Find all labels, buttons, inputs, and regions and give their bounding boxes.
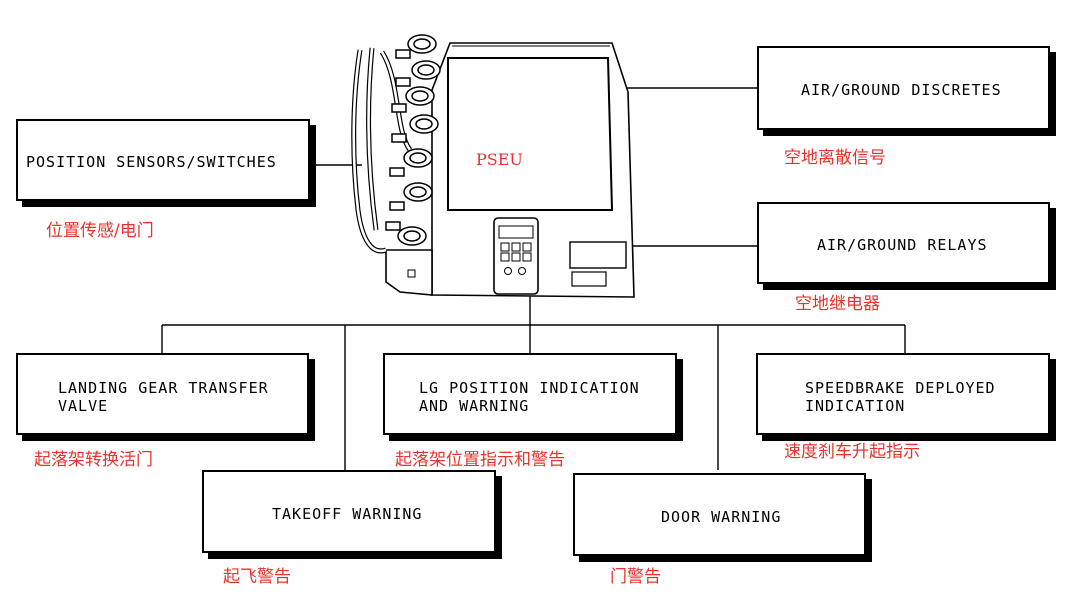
takeoff-warning-label: TAKEOFF WARNING	[272, 505, 423, 523]
position-sensors-box: POSITION SENSORS/SWITCHES	[16, 119, 310, 201]
position-sensors-label: POSITION SENSORS/SWITCHES	[26, 153, 277, 171]
air-ground-discretes-box: AIR/GROUND DISCRETES	[757, 46, 1050, 130]
lg-position-indication-box: LG POSITION INDICATION AND WARNING	[383, 353, 677, 435]
pseu-label: PSEU	[476, 150, 523, 169]
speedbrake-deployed-label: SPEEDBRAKE DEPLOYED INDICATION	[805, 379, 996, 415]
air-ground-relays-cn: 空地继电器	[795, 294, 880, 314]
door-warning-box: DOOR WARNING	[573, 473, 866, 556]
air-ground-relays-label: AIR/GROUND RELAYS	[817, 236, 988, 254]
takeoff-warning-cn: 起飞警告	[223, 567, 291, 587]
lg-position-indication-label: LG POSITION INDICATION AND WARNING	[419, 379, 640, 415]
air-ground-discretes-label: AIR/GROUND DISCRETES	[801, 81, 1002, 99]
door-warning-label: DOOR WARNING	[661, 508, 782, 526]
position-sensors-cn: 位置传感/电门	[46, 221, 154, 241]
landing-gear-transfer-valve-label: LANDING GEAR TRANSFER VALVE	[58, 379, 269, 415]
takeoff-warning-box: TAKEOFF WARNING	[202, 470, 496, 553]
pseu-unit-illustration	[351, 34, 635, 298]
speedbrake-deployed-cn: 速度刹车升起指示	[784, 442, 920, 462]
speedbrake-deployed-box: SPEEDBRAKE DEPLOYED INDICATION	[756, 353, 1050, 435]
door-warning-cn: 门警告	[610, 567, 661, 587]
landing-gear-transfer-valve-box: LANDING GEAR TRANSFER VALVE	[16, 353, 309, 435]
air-ground-discretes-cn: 空地离散信号	[784, 148, 886, 168]
air-ground-relays-box: AIR/GROUND RELAYS	[757, 202, 1050, 284]
landing-gear-transfer-valve-cn: 起落架转换活门	[34, 450, 153, 470]
lg-position-indication-cn: 起落架位置指示和警告	[395, 450, 565, 470]
